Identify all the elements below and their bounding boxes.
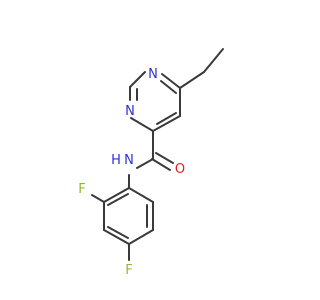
bond-aryl-c1-c2	[103, 187, 130, 203]
atom-amide-h: H	[111, 153, 121, 168]
bond-ring-n3-c4	[130, 117, 154, 132]
bond-set	[91, 48, 224, 261]
bond-carbonyl-to-amide-n	[136, 158, 154, 169]
atom-pyrimidine-n1: N	[148, 67, 158, 82]
molecule-structure: N N H N O F F	[78, 48, 224, 278]
atom-labels: N N H N O F F	[78, 67, 185, 278]
atom-amide-n: N	[124, 153, 134, 168]
bond-aryl-c6-c1	[128, 187, 154, 203]
bond-carbonyl-double-a	[151, 158, 171, 171]
bond-aryl-c1-c2-inner	[107, 193, 129, 206]
bond-ethyl-ch2	[179, 71, 205, 89]
bond-carbonyl-double-b	[155, 152, 174, 164]
bond-aryl-to-f-ortho	[91, 194, 105, 203]
bond-ring-n1-c2	[129, 71, 146, 88]
atom-pyrimidine-n3: N	[125, 104, 135, 119]
bond-aryl-c3-c4	[103, 229, 130, 245]
atom-fluorine-para: F	[125, 263, 132, 278]
bond-ring-c6-n1	[161, 73, 181, 89]
bond-ring-c4-c5	[152, 115, 181, 132]
bond-aryl-c3-c4-inner	[107, 226, 129, 239]
bond-aryl-c4-c5	[128, 229, 154, 245]
bond-ethyl-ch3	[203, 48, 224, 73]
atom-carbonyl-o: O	[175, 162, 185, 177]
bond-ring-c4-c5-inner	[156, 112, 177, 125]
bond-ring-c6-n1-inner	[160, 80, 177, 94]
atom-fluorine-ortho: F	[78, 182, 85, 197]
